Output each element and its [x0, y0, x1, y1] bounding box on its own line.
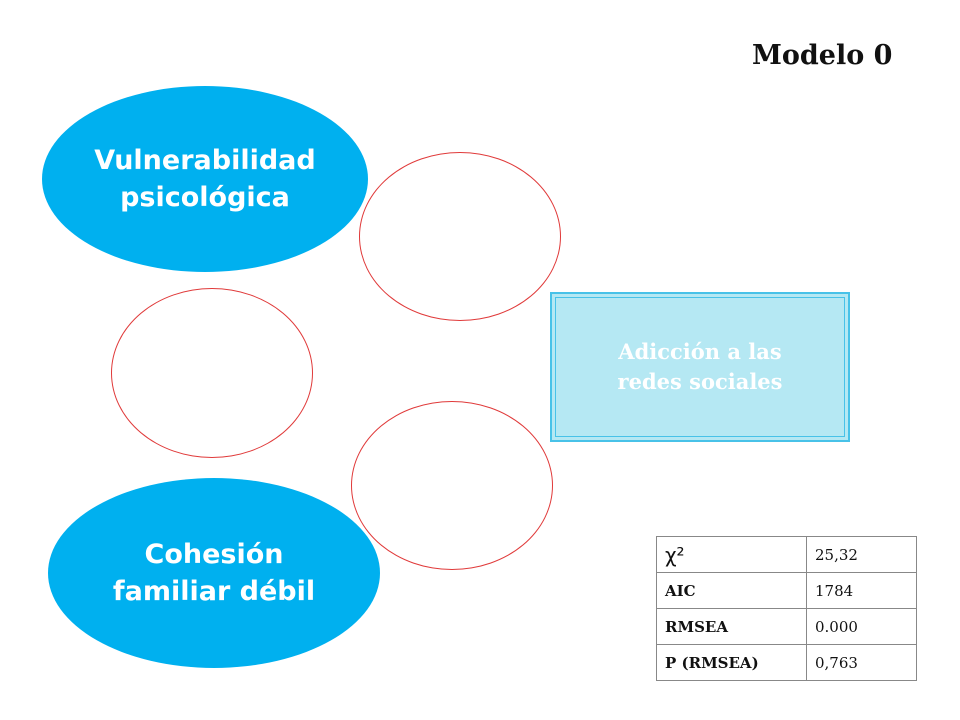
cohesion-label-line1: Cohesión	[144, 538, 284, 570]
vulnerabilidad-label-line2: psicológica	[120, 182, 290, 213]
fit-statistics-table: χ² 25,32 AIC 1784 RMSEA 0.000 P (RMSEA) …	[656, 536, 917, 681]
table-row: RMSEA 0.000	[656, 608, 917, 645]
outcome-label-line1: Adicción a las	[618, 338, 782, 364]
empty-circle-left	[111, 288, 313, 458]
table-row: P (RMSEA) 0,763	[656, 644, 917, 681]
outcome-label-line2: redes sociales	[617, 369, 783, 394]
table-row: χ² 25,32	[656, 536, 917, 573]
table-row: AIC 1784	[656, 572, 917, 609]
fit-value-rmsea: 0.000	[806, 608, 917, 645]
empty-circle-top	[359, 152, 561, 321]
fit-value-chi2: 25,32	[806, 536, 917, 573]
vulnerabilidad-psicologica-node: Vulnerabilidad psicológica	[42, 86, 368, 272]
fit-label-aic: AIC	[656, 572, 807, 609]
fit-value-p-rmsea: 0,763	[806, 644, 917, 681]
cohesion-familiar-debil-node: Cohesión familiar débil	[48, 478, 380, 668]
vulnerabilidad-label-line1: Vulnerabilidad	[94, 144, 316, 176]
cohesion-label-line2: familiar débil	[112, 576, 316, 607]
empty-circle-bottom	[351, 401, 553, 570]
fit-label-rmsea: RMSEA	[656, 608, 807, 645]
adiccion-redes-sociales-node: Adicción a las redes sociales	[550, 292, 850, 442]
fit-value-aic: 1784	[806, 572, 917, 609]
diagram-title: Modelo 0	[752, 40, 893, 71]
fit-label-chi2: χ²	[656, 536, 807, 573]
fit-label-p-rmsea: P (RMSEA)	[656, 644, 807, 681]
